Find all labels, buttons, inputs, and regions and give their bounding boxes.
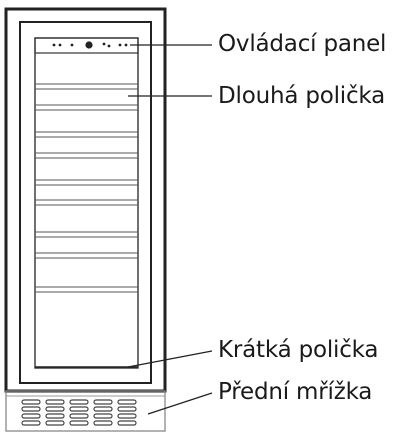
shelf [35,152,138,159]
grille-slot [21,406,41,412]
grille-slot [93,406,113,412]
grille-slot [117,399,137,405]
grille-slot [21,420,41,426]
leader-lines [127,44,213,415]
label-long-shelf: Dlouhá polička [218,83,386,109]
grille-slot [69,399,89,405]
grille-slot [21,399,41,405]
label-control-panel: Ovládací panel [218,31,387,57]
grille-slot [45,420,65,426]
door-frame [19,21,152,384]
front-grille-slots-icon [21,399,137,426]
grille-slot [69,420,89,426]
base [5,390,166,432]
shelf [35,231,138,238]
shelf [35,83,138,90]
control-panel [34,37,139,54]
shelf [35,179,138,186]
grille-slot [117,406,137,412]
grille-slot [69,406,89,412]
shelf [35,199,138,206]
grille-slot [45,406,65,412]
grille-slot [117,420,137,426]
leader-line-front-grille [147,392,213,415]
grille-slot [117,413,137,419]
grille-slot [45,413,65,419]
label-short-shelf: Krátká polička [218,337,379,363]
leader-line-short-shelf [127,350,213,368]
grille-slot [69,413,89,419]
shelves [35,83,138,293]
glass-panel [34,37,139,369]
shelf [35,286,138,293]
grille-slot [93,413,113,419]
shelf [35,131,138,138]
shelf [35,104,138,111]
grille-slot [21,413,41,419]
grille-slot [93,420,113,426]
control-panel-buttons-icon [52,41,128,49]
shelf [35,252,138,259]
label-front-grille: Přední mřížka [218,379,373,405]
grille-slot [45,399,65,405]
grille-slot [93,399,113,405]
